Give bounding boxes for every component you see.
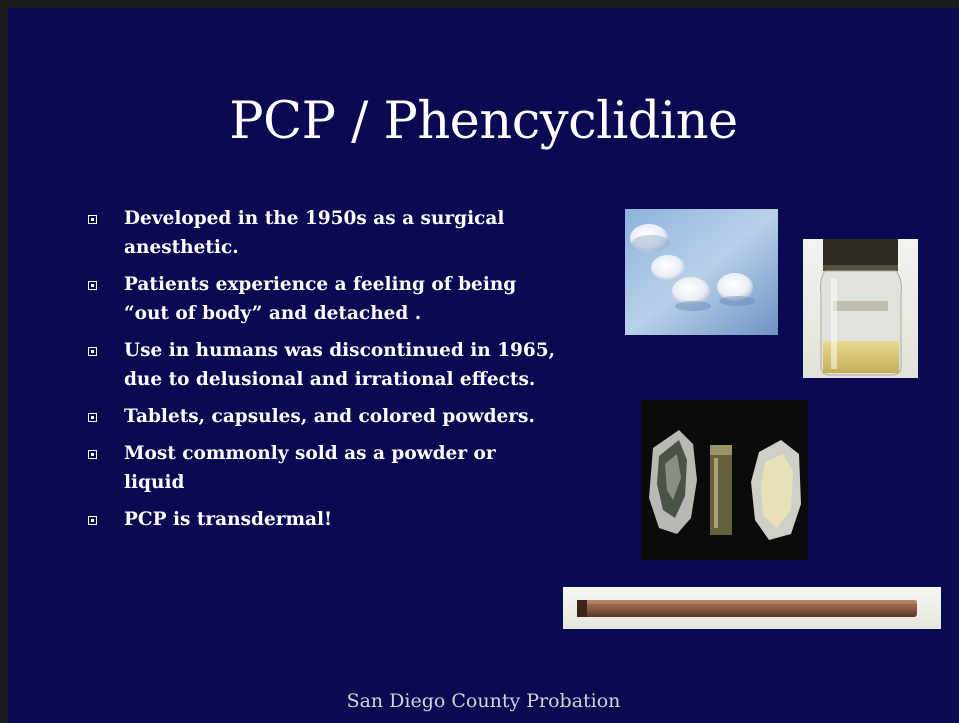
square-bullet-icon bbox=[88, 516, 97, 525]
bullet-text: Developed in the 1950s as a surgical ane… bbox=[124, 208, 505, 258]
bullet-item: Most commonly sold as a powder or liquid bbox=[88, 439, 558, 497]
cigarette-photo bbox=[563, 587, 941, 629]
slide-footer: San Diego County Probation bbox=[346, 690, 621, 712]
powder-foil-photo bbox=[641, 400, 808, 560]
square-bullet-icon bbox=[88, 413, 97, 422]
square-bullet-icon bbox=[88, 347, 97, 356]
tablets-photo bbox=[625, 209, 778, 335]
bullet-item: PCP is transdermal! bbox=[88, 505, 558, 534]
bullet-text: Patients experience a feeling of being “… bbox=[124, 274, 517, 324]
bullet-list: Developed in the 1950s as a surgical ane… bbox=[88, 204, 558, 542]
bullet-text: Tablets, capsules, and colored powders. bbox=[124, 406, 535, 427]
square-bullet-icon bbox=[88, 215, 97, 224]
square-bullet-icon bbox=[88, 450, 97, 459]
bullet-text: Use in humans was discontinued in 1965, … bbox=[124, 340, 556, 390]
bullet-item: Tablets, capsules, and colored powders. bbox=[88, 402, 558, 431]
square-bullet-icon bbox=[88, 281, 97, 290]
bullet-text: PCP is transdermal! bbox=[124, 509, 333, 530]
slide: PCP / Phencyclidine Developed in the 195… bbox=[8, 8, 959, 723]
bullet-item: Developed in the 1950s as a surgical ane… bbox=[88, 204, 558, 262]
bullet-item: Patients experience a feeling of being “… bbox=[88, 270, 558, 328]
slide-title: PCP / Phencyclidine bbox=[229, 92, 738, 151]
bullet-text: Most commonly sold as a powder or liquid bbox=[124, 443, 496, 493]
bullet-item: Use in humans was discontinued in 1965, … bbox=[88, 336, 558, 394]
liquid-vial-photo bbox=[803, 239, 918, 378]
